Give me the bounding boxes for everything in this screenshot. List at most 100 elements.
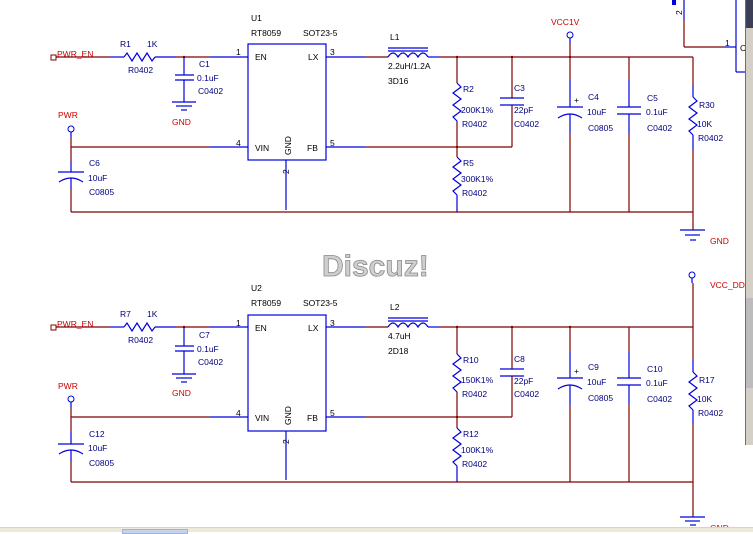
u1-pin-en: EN bbox=[255, 52, 267, 62]
c5-footprint: C0402 bbox=[647, 123, 672, 133]
u2-package: SOT23-5 bbox=[303, 298, 338, 308]
r2-ref: R2 bbox=[463, 84, 474, 94]
gnd-label: GND bbox=[710, 236, 729, 246]
gnd-label: GND bbox=[172, 388, 191, 398]
watermark: Discuz! bbox=[322, 250, 429, 283]
horizontal-scroll-thumb[interactable] bbox=[122, 529, 188, 534]
resistor-r30-icon bbox=[688, 96, 698, 136]
l1-footprint: 3D16 bbox=[388, 76, 409, 86]
port-pwr-en-icon[interactable] bbox=[50, 324, 57, 331]
horizontal-scrollbar[interactable] bbox=[0, 527, 753, 534]
u1-ref: U1 bbox=[251, 13, 262, 23]
u2-pin4-num: 4 bbox=[236, 408, 241, 418]
c10-footprint: C0402 bbox=[647, 394, 672, 404]
u1-pin-gnd: GND bbox=[283, 136, 293, 155]
c7-footprint: C0402 bbox=[198, 357, 223, 367]
offscreen-component: 2 1 C bbox=[672, 0, 746, 73]
u1-pin5-num: 5 bbox=[330, 138, 335, 148]
c12-footprint: C0805 bbox=[89, 458, 114, 468]
ic-u1[interactable] bbox=[247, 43, 327, 161]
r7-value: 1K bbox=[147, 309, 158, 319]
r1-footprint: R0402 bbox=[128, 65, 153, 75]
net-label-vcc-dd: VCC_DD bbox=[710, 280, 745, 290]
u1-pin1-num: 1 bbox=[236, 47, 241, 57]
u2-pin-gnd: GND bbox=[283, 406, 293, 425]
r17-ref: R17 bbox=[699, 375, 715, 385]
circuit-2: PWR_EN R7 1K R0402 GND C7 0.1uF C0402 PW… bbox=[50, 271, 745, 531]
u1-package: SOT23-5 bbox=[303, 28, 338, 38]
r1-value: 1K bbox=[147, 39, 158, 49]
offscreen-pin-2: 2 bbox=[674, 10, 684, 15]
c6-footprint: C0805 bbox=[89, 187, 114, 197]
resistor-r5-icon bbox=[452, 156, 462, 196]
u2-pin1-num: 1 bbox=[236, 318, 241, 328]
power-port-icon[interactable] bbox=[688, 271, 696, 279]
c4-ref: C4 bbox=[588, 92, 599, 102]
net-label-pwr: PWR bbox=[58, 381, 78, 391]
r7-footprint: R0402 bbox=[128, 335, 153, 345]
u2-pin-fb: FB bbox=[307, 413, 318, 423]
r5-ref: R5 bbox=[463, 158, 474, 168]
l1-value: 2.2uH/1.2A bbox=[388, 61, 431, 71]
port-pwr-en-icon[interactable] bbox=[50, 54, 57, 61]
power-port-icon[interactable] bbox=[566, 31, 574, 39]
c4-footprint: C0805 bbox=[588, 123, 613, 133]
r30-footprint: R0402 bbox=[698, 133, 723, 143]
c7-ref: C7 bbox=[199, 330, 210, 340]
gnd-symbol-icon bbox=[172, 373, 196, 383]
u1-pin-vin: VIN bbox=[255, 143, 269, 153]
r12-value: 100K1% bbox=[461, 445, 494, 455]
r10-value: 150K1% bbox=[461, 375, 494, 385]
resistor-r7-icon bbox=[123, 321, 156, 333]
u1-pin-fb: FB bbox=[307, 143, 318, 153]
u2-ref: U2 bbox=[251, 283, 262, 293]
ic-u2[interactable] bbox=[247, 314, 327, 432]
r10-footprint: R0402 bbox=[462, 389, 487, 399]
l2-footprint: 2D18 bbox=[388, 346, 409, 356]
c8-ref: C8 bbox=[514, 354, 525, 364]
r12-ref: R12 bbox=[463, 429, 479, 439]
l1-ref: L1 bbox=[390, 32, 400, 42]
c6-value: 10uF bbox=[88, 173, 107, 183]
vertical-scrollbar[interactable] bbox=[745, 0, 753, 445]
resistor-r12-icon bbox=[452, 427, 462, 467]
u2-pin-en: EN bbox=[255, 323, 267, 333]
r2-value: 200K1% bbox=[461, 105, 494, 115]
resistor-r1-icon bbox=[123, 51, 156, 63]
c7-value: 0.1uF bbox=[197, 344, 219, 354]
offscreen-pin-1: 1 bbox=[725, 38, 730, 48]
u1-pin-lx: LX bbox=[308, 52, 319, 62]
c8-footprint: C0402 bbox=[514, 389, 539, 399]
r1-ref: R1 bbox=[120, 39, 131, 49]
power-port-icon[interactable] bbox=[67, 125, 75, 133]
c6-ref: C6 bbox=[89, 158, 100, 168]
u2-pin5-num: 5 bbox=[330, 408, 335, 418]
r5-footprint: R0402 bbox=[462, 188, 487, 198]
r5-value: 300K1% bbox=[461, 174, 494, 184]
c9-ref: C9 bbox=[588, 362, 599, 372]
vertical-scroll-thumb[interactable] bbox=[746, 298, 753, 388]
inductor-l2-icon bbox=[387, 317, 429, 329]
gnd-symbol-icon bbox=[680, 229, 705, 241]
l2-value: 4.7uH bbox=[388, 331, 411, 341]
gnd-label: GND bbox=[172, 117, 191, 127]
net-label-pwr-en: PWR_EN bbox=[57, 49, 93, 59]
u2-pin-lx: LX bbox=[308, 323, 319, 333]
c9-value: 10uF bbox=[587, 377, 606, 387]
r2-footprint: R0402 bbox=[462, 119, 487, 129]
c4-value: 10uF bbox=[587, 107, 606, 117]
power-port-icon[interactable] bbox=[67, 395, 75, 403]
c3-ref: C3 bbox=[514, 83, 525, 93]
c9-footprint: C0805 bbox=[588, 393, 613, 403]
l2-ref: L2 bbox=[390, 302, 400, 312]
r10-ref: R10 bbox=[463, 355, 479, 365]
r30-value: 10K bbox=[697, 119, 712, 129]
circuit-1: PWR_EN R1 1K R0402 GND C1 0.1uF C0402 PW… bbox=[50, 13, 729, 246]
r30-ref: R30 bbox=[699, 100, 715, 110]
offscreen-ref: C bbox=[740, 43, 746, 53]
c8-value: 22pF bbox=[514, 376, 533, 386]
c1-value: 0.1uF bbox=[197, 73, 219, 83]
u2-part: RT8059 bbox=[251, 298, 281, 308]
c4-polarity: + bbox=[574, 95, 579, 105]
